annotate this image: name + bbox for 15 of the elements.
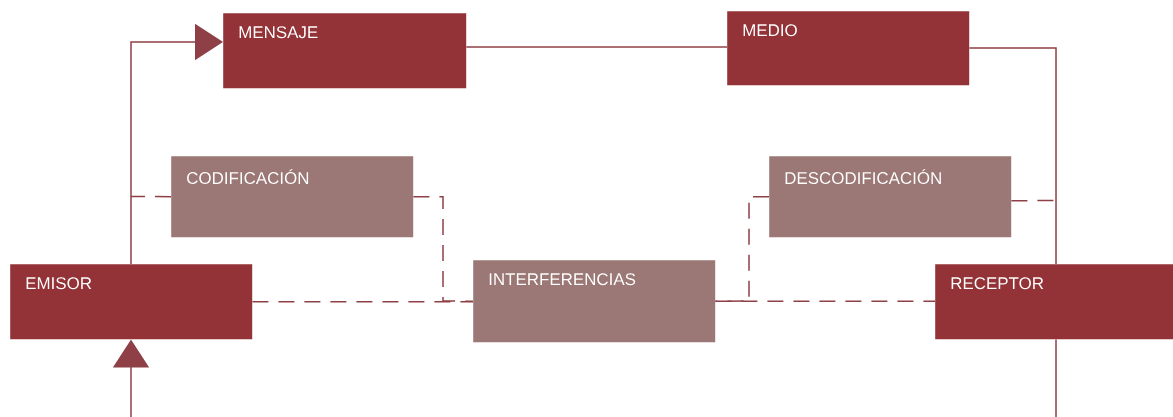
process-box: EMISOR [10,264,253,340]
connector [412,195,474,302]
process-box: MEDIO [727,11,970,86]
connector [130,195,172,198]
connector [130,23,223,265]
process-box: INTERFERENCIAS [473,260,716,343]
process-box: CODIFICACIÓN [171,156,414,238]
process-box: RECEPTOR [935,264,1173,340]
connector [968,47,1057,265]
process-box: DESCODIFICACIÓN [769,156,1012,238]
connector [1055,338,1057,417]
connector [465,46,728,48]
connector [714,195,770,302]
process-box: MENSAJE [223,13,467,89]
connector [714,300,936,302]
